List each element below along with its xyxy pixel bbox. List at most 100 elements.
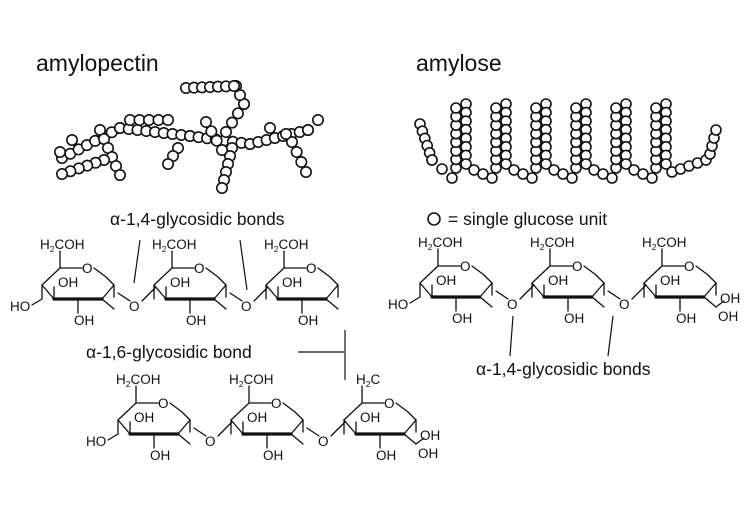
glycosidic-bond [193, 427, 207, 437]
glucose-bead [620, 158, 632, 170]
hydroxyl-c3: OH [134, 410, 154, 425]
c1-oh-bond [715, 300, 725, 308]
formula-text: H [116, 372, 126, 387]
ch2oh-group: H2COH [116, 372, 160, 389]
linkage-oxygen: O [619, 297, 630, 312]
glucose-bead [299, 166, 312, 179]
formula-text: COH [166, 237, 196, 252]
alpha-1-6-bond-label: α-1,6-glycosidic bond [86, 342, 252, 362]
leader-line-a14-right-2 [607, 315, 614, 357]
ring-bond [419, 282, 433, 298]
glucose-bead [540, 158, 552, 170]
glucose-bead [650, 102, 662, 114]
ring-oxygen: O [572, 259, 583, 274]
linkage-oxygen: O [507, 297, 518, 312]
hydroxyl-c3: OH [58, 275, 78, 290]
ch2oh-group: H2COH [642, 235, 686, 252]
hydroxyl-c2: OH [298, 313, 318, 328]
ring-bond [395, 402, 417, 421]
formula-text: COH [54, 237, 84, 252]
ring-oxygen: O [684, 259, 695, 274]
ring-bond [325, 284, 339, 300]
glycosidic-bond [306, 427, 320, 437]
ring-oxygen: O [384, 396, 395, 411]
hydroxyl-c3: OH [436, 273, 456, 288]
hydroxyl-c3: OH [282, 275, 302, 290]
glucose-bead [606, 172, 618, 184]
glucose-bead [279, 128, 292, 141]
ring-bond [583, 265, 605, 284]
ring-bond [471, 265, 493, 284]
ring-bond [343, 419, 357, 435]
hydroxyl-c3: OH [247, 410, 267, 425]
glucose-bead [446, 172, 458, 184]
ring-bond [153, 284, 167, 300]
ring-bond [213, 284, 227, 300]
subscript-digit: 2 [540, 242, 545, 252]
glucose-bead [311, 114, 324, 127]
glucose-bead [285, 136, 298, 149]
c1-link-bond [177, 433, 191, 445]
ring-bond [282, 402, 304, 421]
glucose-bead [114, 169, 127, 182]
glucose-bead [610, 102, 622, 114]
glucose-bead [301, 124, 314, 137]
glucose-bead [436, 163, 448, 175]
hydroxyl-c1: OH [418, 446, 438, 461]
glucose-bead [500, 158, 512, 170]
ring-bond [531, 282, 545, 298]
formula-text: H [418, 235, 428, 250]
linkage-oxygen: O [129, 299, 140, 314]
ring-bond [169, 402, 191, 421]
ch2oh-group: H2COH [152, 237, 196, 254]
ring-bond [479, 282, 493, 298]
subscript-digit: 2 [366, 379, 371, 389]
hydroxyl-c2: OH [376, 448, 396, 463]
glycosidic-bond [229, 292, 243, 302]
ring-bond [695, 265, 717, 284]
glucose-bead [226, 116, 239, 129]
alpha-1-4-bonds-label-left: α-1,4-glycosidic bonds [110, 209, 285, 229]
leader-line-a14-left-1 [133, 239, 141, 284]
ring-bond [101, 284, 115, 300]
ring-bond [117, 419, 131, 435]
ring-oxygen: O [306, 261, 317, 276]
ring-bond [205, 267, 227, 286]
glucose-bead [295, 156, 308, 169]
subscript-digit: 2 [162, 244, 167, 254]
formula-text: H [264, 237, 274, 252]
ring-oxygen: O [158, 396, 169, 411]
c1-link-bond [325, 298, 339, 310]
c4-ho-bond [107, 433, 119, 441]
leader-line-a14-right-1 [509, 315, 514, 357]
glucose-bead [263, 122, 276, 135]
glucose-bead [490, 102, 502, 114]
alpha-1-4-bonds-label-right: α-1,4-glycosidic bonds [476, 359, 651, 379]
glucose-bead [200, 116, 213, 129]
ch2oh-group: H2COH [418, 235, 462, 252]
hydroxyl-c1-alpha: OH [720, 291, 740, 306]
c1-link-bond [403, 433, 417, 445]
glucose-bead [426, 154, 438, 166]
ring-bond [230, 419, 244, 435]
formula-text: COH [432, 235, 462, 250]
glucose-bead [646, 172, 658, 184]
c4-ho-bond [31, 298, 43, 306]
c1-link-bond [101, 298, 115, 310]
ring-bond [290, 419, 304, 435]
formula-text: H [642, 235, 652, 250]
glucose-bead [580, 158, 592, 170]
ring-oxygen: O [82, 261, 93, 276]
formula-text: COH [130, 372, 160, 387]
glucose-bead [232, 107, 245, 120]
glycosidic-bond [495, 290, 509, 300]
c1-link-bond [213, 298, 227, 310]
formula-text: H [356, 372, 366, 387]
